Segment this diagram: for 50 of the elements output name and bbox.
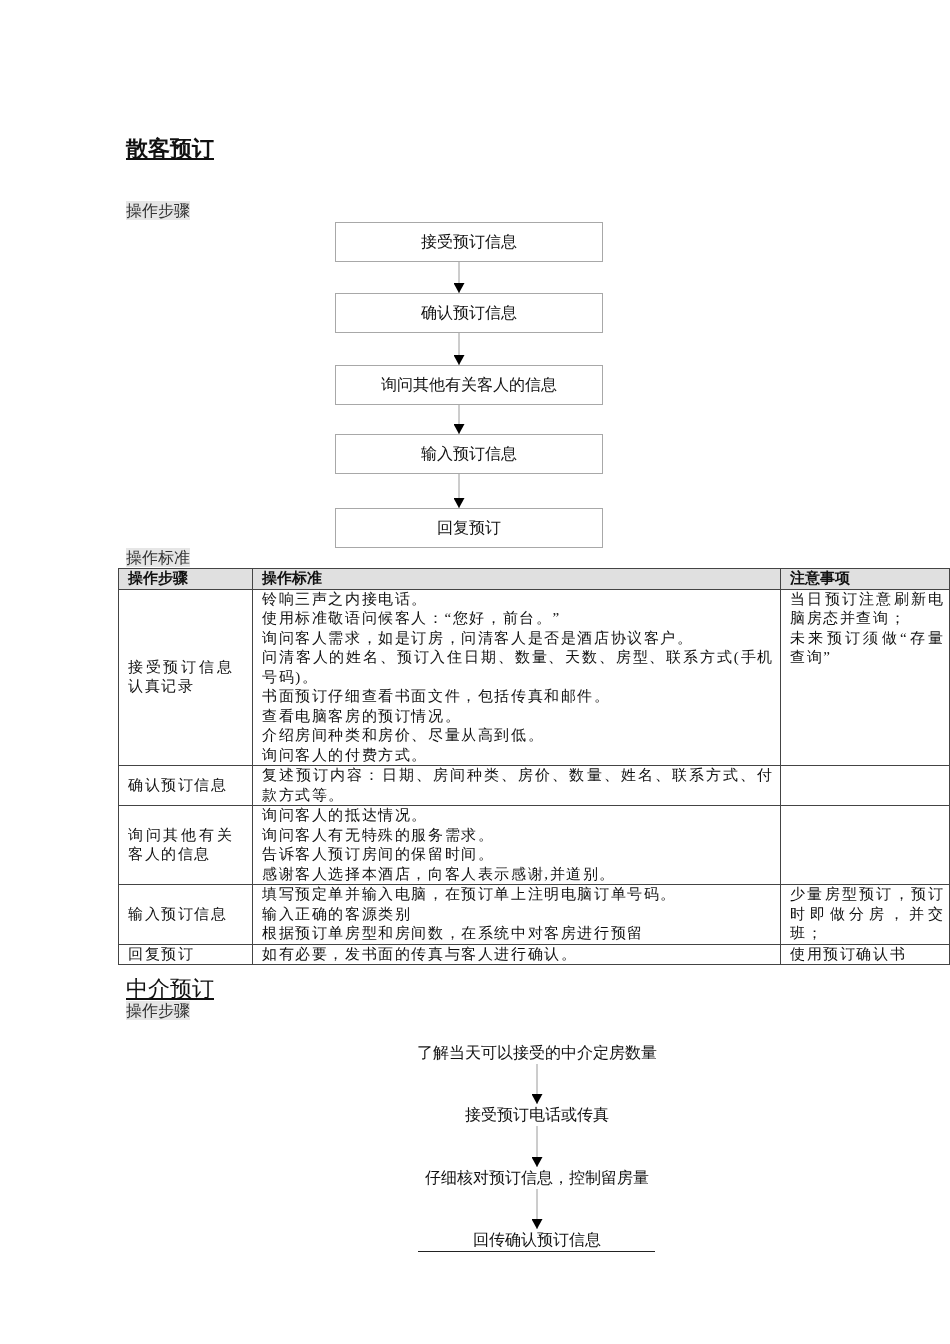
note-text: 使用预订确认书 (790, 944, 907, 964)
note-text: 当日预订注意刷新电脑房态并查询； (790, 589, 945, 628)
page-title: 散客预订 (126, 135, 214, 163)
step-name: 询问其他有关客人的信息 (128, 825, 233, 864)
column-header: 操作标准 (252, 568, 781, 589)
step-name: 输入预订信息 (128, 904, 227, 924)
section-label: 操作步骤 (126, 1001, 190, 1020)
process-box: 输入预订信息 (335, 434, 603, 474)
note-text: 未来预订须做“存量查询” (790, 628, 945, 667)
standard-text: 查看电脑客房的预订情况。 (262, 706, 462, 726)
step-name: 确认预订信息 (128, 775, 227, 795)
process-step: 仔细核对预订信息，控制留房量 (425, 1167, 649, 1189)
arrow (531, 1063, 543, 1105)
standard-text: 询问客人的付费方式。 (262, 745, 428, 765)
step-name: 回复预订 (128, 944, 194, 964)
process-step: 了解当天可以接受的中介定房数量 (417, 1042, 657, 1064)
process-step: 接受预订电话或传真 (465, 1104, 609, 1126)
standard-text: 询问客人需求，如是订房，问清客人是否是酒店协议客户。 (262, 628, 694, 648)
standard-text: 填写预定单并输入电脑，在预订单上注明电脑订单号码。 (262, 885, 677, 904)
arrow (453, 404, 465, 435)
process-box: 询问其他有关客人的信息 (335, 365, 603, 405)
section-label: 操作步骤 (126, 201, 190, 220)
standard-text: 询问客人有无特殊的服务需求。 (262, 825, 495, 845)
arrow (531, 1188, 543, 1230)
step-name: 接受预订信息认真记录 (128, 657, 233, 697)
section-heading: 中介预订 (126, 976, 214, 1002)
standard-text: 根据预订单房型和房间数，在系统中对客房进行预留 (262, 924, 644, 943)
standard-text: 铃响三声之内接电话。 (262, 589, 428, 609)
process-box: 回复预订 (335, 508, 603, 548)
standard-text: 复述预订内容：日期、房间种类、房价、数量、姓名、联系方式、付款方式等。 (262, 766, 774, 805)
process-box: 接受预订信息 (335, 222, 603, 262)
standard-text: 使用标准敬语问候客人：“您好，前台。” (262, 609, 561, 628)
process-box: 确认预订信息 (335, 293, 603, 333)
arrow (453, 332, 465, 366)
note-text: 少量房型预订，预订时即做分房，并交班； (790, 885, 945, 943)
standard-text: 问清客人的姓名、预订入住日期、数量、天数、房型、联系方式(手机号码)。 (262, 648, 774, 687)
standard-text: 介绍房间种类和房价、尽量从高到低。 (262, 726, 545, 745)
section-label: 操作标准 (126, 548, 190, 567)
column-header: 注意事项 (780, 568, 950, 589)
arrow (453, 473, 465, 509)
arrow (531, 1125, 543, 1168)
standard-text: 询问客人的抵达情况。 (262, 806, 428, 825)
standard-text: 输入正确的客源类别 (262, 904, 412, 924)
standard-text: 告诉客人预订房间的保留时间。 (262, 845, 495, 864)
process-step: 回传确认预订信息 (418, 1229, 655, 1252)
arrow (453, 261, 465, 294)
standard-text: 感谢客人选择本酒店，向客人表示感谢,并道别。 (262, 864, 616, 884)
column-header: 操作步骤 (118, 568, 253, 589)
standard-text: 如有必要，发书面的传真与客人进行确认。 (262, 944, 578, 964)
standard-text: 书面预订仔细查看书面文件，包括传真和邮件。 (262, 687, 611, 706)
